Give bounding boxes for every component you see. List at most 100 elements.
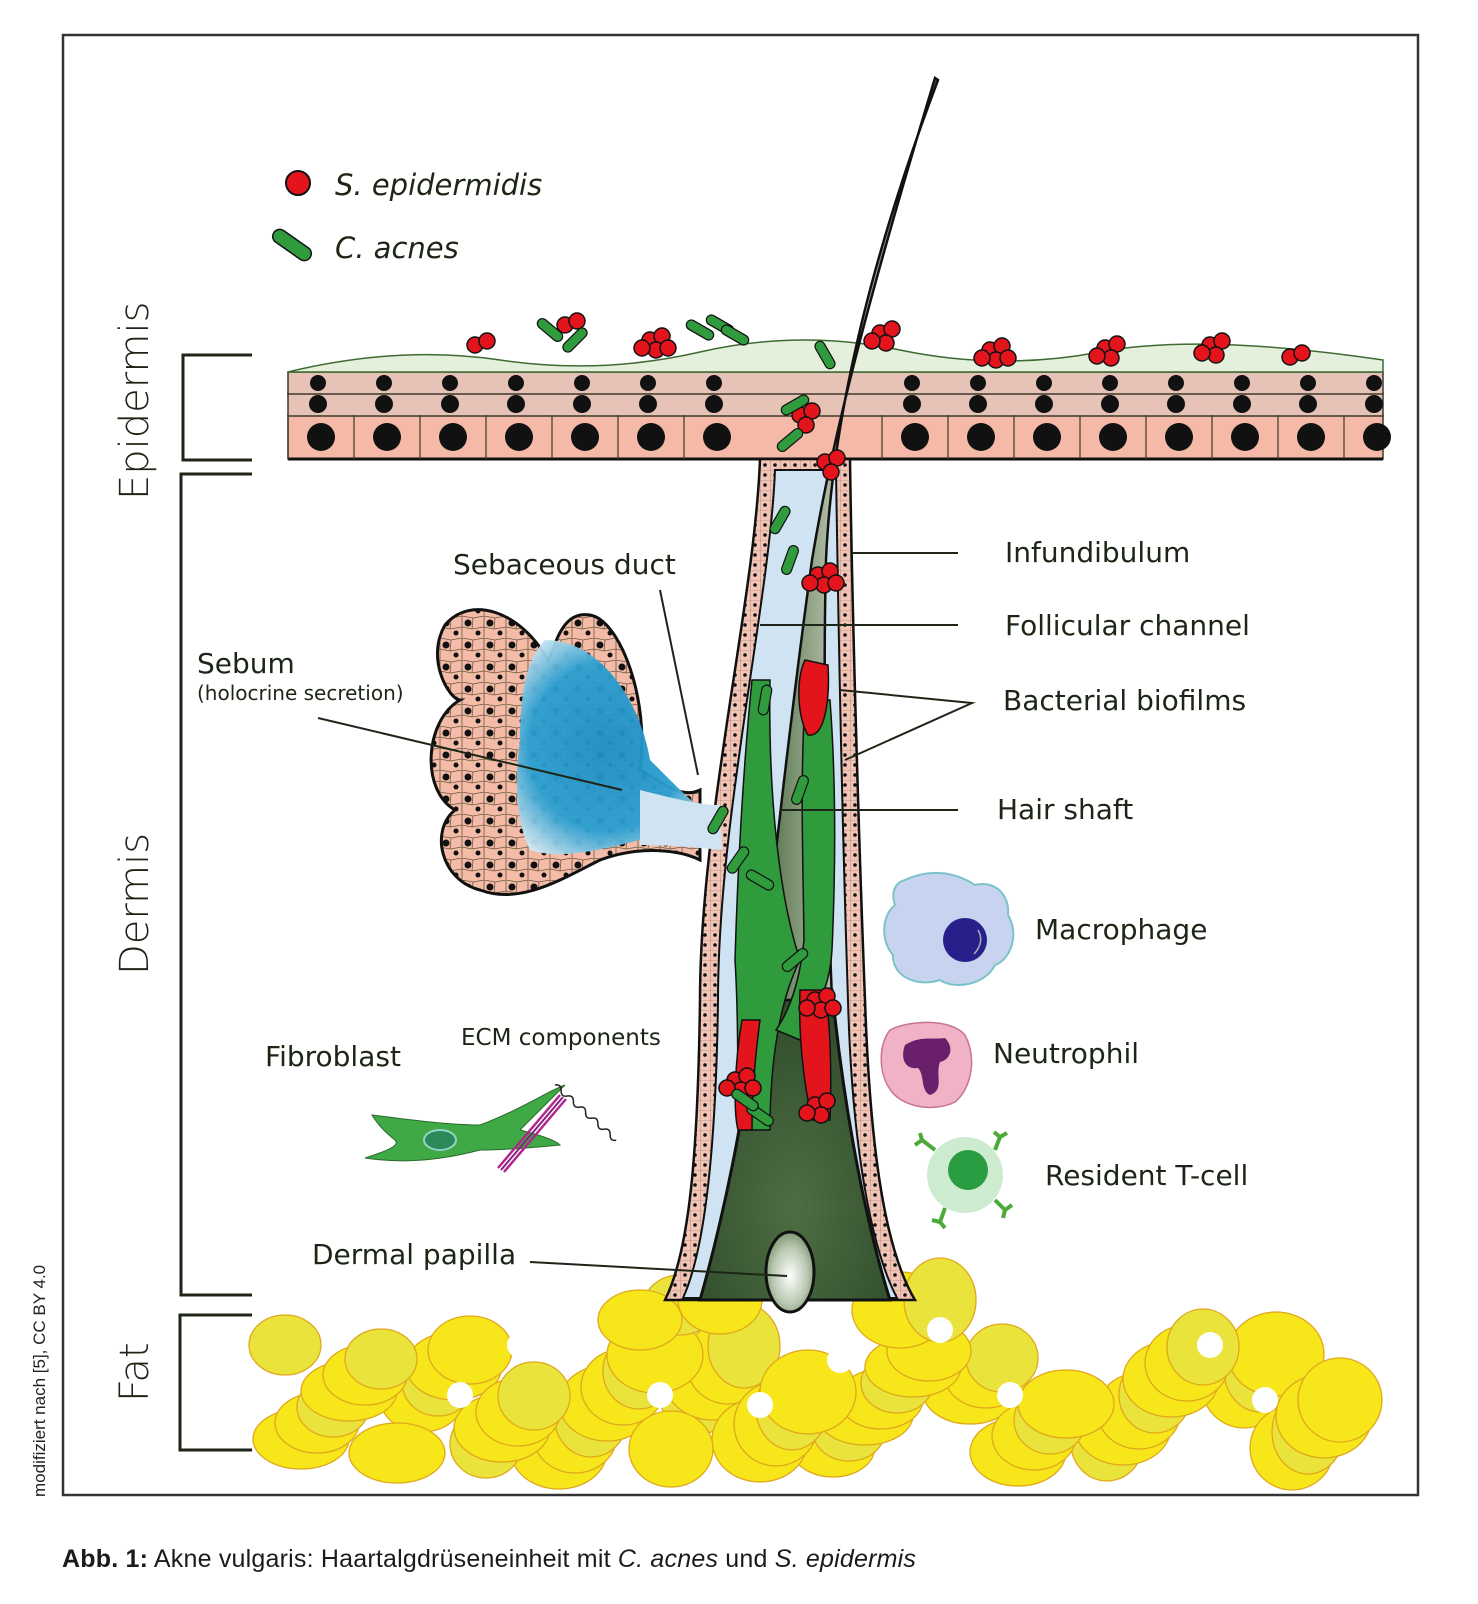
rod-icon: [790, 775, 810, 805]
basal-nucleus: [967, 423, 995, 451]
coccus-icon: [798, 999, 816, 1017]
basal-nucleus: [1297, 423, 1325, 451]
fibroblast-cell: [364, 1084, 617, 1173]
sebaceous-duct: [640, 790, 722, 850]
label-fibroblast: Fibroblast: [265, 1040, 401, 1073]
biofilm-red-lower-right: [798, 989, 832, 1121]
rod-icon: [720, 324, 750, 346]
coccus-icon: [659, 339, 677, 357]
region-label-dermis: Dermis: [112, 833, 158, 975]
rod-icon: [769, 505, 791, 535]
rod-icon: [562, 327, 588, 353]
basal-nucleus: [901, 423, 929, 451]
rod-icon: [776, 427, 804, 453]
basal-nucleus: [373, 423, 401, 451]
caption-italic-1: C. acnes: [617, 1545, 719, 1573]
label-sebaceous-duct: Sebaceous duct: [453, 548, 676, 581]
fat-gap: [447, 1382, 473, 1408]
legend-label-c-acnes: C. acnes: [335, 231, 459, 265]
rod-icon: [707, 805, 729, 835]
basal-nucleus: [307, 423, 335, 451]
coccus-icon: [801, 574, 819, 592]
fibroblast-icon: [364, 1084, 566, 1162]
coccus-icon: [568, 312, 586, 330]
coccus-icon: [797, 416, 815, 434]
spinous-nucleus: [1035, 395, 1053, 413]
ecm-fiber-icon: [554, 1084, 617, 1142]
spinous-nucleus: [1365, 395, 1383, 413]
basal-nucleus: [571, 423, 599, 451]
sebaceous-gland: [429, 608, 722, 896]
basal-nucleus: [637, 423, 665, 451]
macrophage-cell: [883, 871, 1015, 986]
coccus-icon: [973, 349, 991, 367]
dermal-papilla: [764, 1230, 816, 1314]
label-macrophage: Macrophage: [1035, 913, 1207, 946]
granular-nucleus: [442, 375, 458, 391]
fat-bracket: [178, 1313, 252, 1452]
coccus-icon: [744, 1079, 762, 1097]
coccus-icon: [1193, 344, 1211, 362]
rod-icon: [781, 947, 809, 973]
bacteria-clusters: [466, 312, 1311, 1127]
label-neutrophil: Neutrophil: [993, 1037, 1139, 1070]
coccus-icon: [824, 999, 842, 1017]
label-sebum-sub: (holocrine secretion): [197, 681, 404, 705]
spinous-nucleus: [441, 395, 459, 413]
adipocyte: [248, 1314, 322, 1376]
granular-nucleus: [640, 375, 656, 391]
t-cell: [913, 1130, 1014, 1230]
rod-icon: [731, 1088, 759, 1112]
label-resident-t-cell: Resident T-cell: [1045, 1159, 1248, 1192]
granular-nucleus: [376, 375, 392, 391]
legend-label-s-epidermidis: S. epidermidis: [335, 168, 542, 202]
coccus-icon: [1088, 347, 1106, 365]
granular-nucleus: [574, 375, 590, 391]
label-hair-shaft: Hair shaft: [997, 793, 1133, 826]
basal-nucleus: [703, 423, 731, 451]
granular-nucleus: [1168, 375, 1184, 391]
epidermis-layer: [287, 339, 1391, 461]
leader-lines: [317, 552, 976, 1277]
caption-prefix: Abb. 1:: [62, 1545, 149, 1573]
spinous-nucleus: [1299, 395, 1317, 413]
fat-gap: [1252, 1387, 1278, 1413]
neutrophil-cell: [880, 1021, 973, 1109]
label-bacterial-biofilms: Bacterial biofilms: [1003, 684, 1246, 717]
coccus-icon: [478, 332, 496, 350]
spinous-nucleus: [1233, 395, 1251, 413]
coccus-icon: [827, 574, 845, 592]
spinous-nucleus: [1101, 395, 1119, 413]
collagen-fiber-icon: [497, 1094, 567, 1173]
rod-icon: [726, 846, 750, 874]
fat-gap: [507, 1332, 533, 1358]
adipocyte: [628, 1410, 714, 1488]
granular-nucleus: [1300, 375, 1316, 391]
coccus-icon: [863, 332, 881, 350]
coccus-icon: [633, 339, 651, 357]
fat-gap: [747, 1392, 773, 1418]
spinous-nucleus: [573, 395, 591, 413]
granular-nucleus: [1366, 375, 1382, 391]
rod-icon: [745, 869, 775, 891]
caption-text-1: Akne vulgaris: Haartalgdrüseneinheit mit: [148, 1545, 618, 1573]
caption-text-2: und: [718, 1545, 775, 1573]
region-label-epidermis: Epidermis: [112, 302, 158, 500]
coccus-icon: [999, 349, 1017, 367]
fat-gap: [997, 1382, 1023, 1408]
fat-gap: [827, 1347, 853, 1373]
biofilm-red-upper: [798, 659, 830, 736]
basal-nucleus: [1165, 423, 1193, 451]
adipocyte: [348, 1422, 446, 1484]
rod-icon: [780, 394, 810, 416]
rod-icon: [536, 317, 564, 343]
rod-icon: [685, 319, 715, 341]
adipocyte: [597, 1289, 683, 1351]
adipocyte: [497, 1361, 571, 1431]
region-brackets: [178, 353, 252, 1452]
coccus-icon: [1293, 344, 1311, 362]
adipocyte: [427, 1315, 513, 1385]
rod-icon: [780, 545, 800, 575]
granular-nucleus: [1234, 375, 1250, 391]
